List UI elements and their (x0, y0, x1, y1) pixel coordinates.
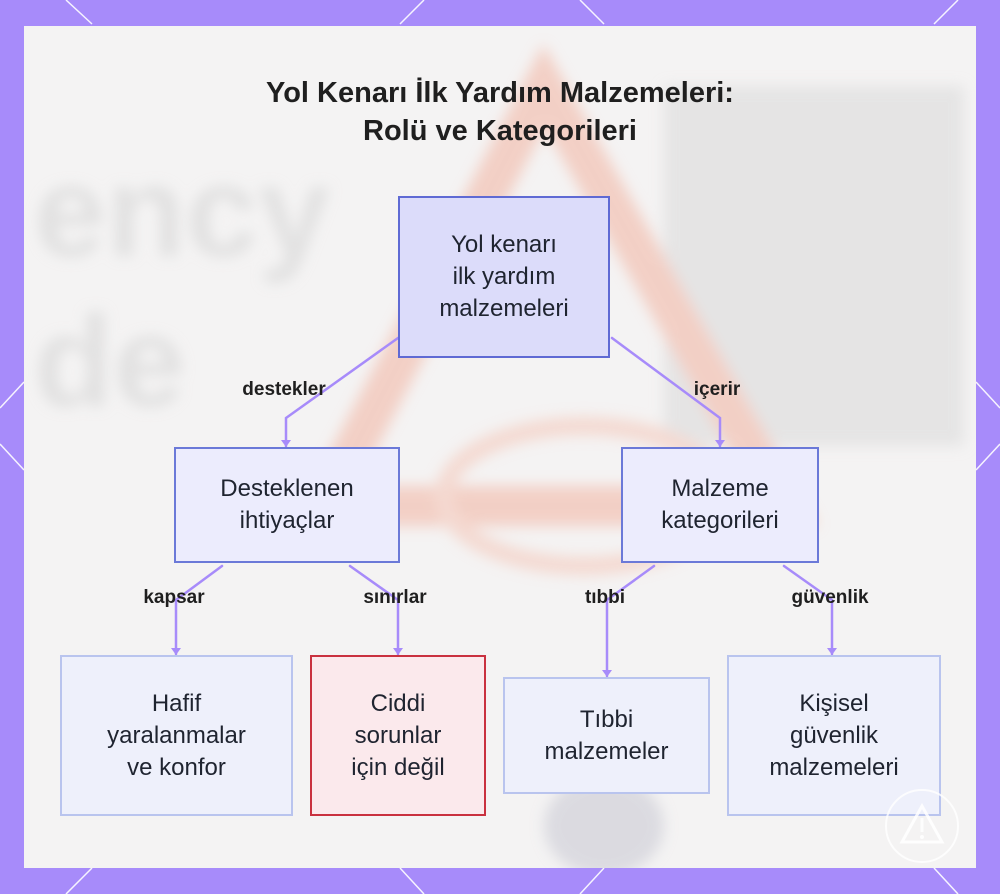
connector-lines (171, 336, 837, 678)
edge-needs-serious (348, 564, 400, 656)
node-needs: Desteklenen ihtiyaçlar (174, 447, 400, 563)
node-serious: Ciddi sorunlar için değil (310, 655, 486, 816)
node-needs-label: Desteklenen ihtiyaçlar (220, 475, 354, 534)
edge-categories-safety (782, 564, 834, 656)
title-line-2: Rolü ve Kategorileri (363, 115, 637, 147)
node-categories: Malzeme kategorileri (621, 447, 819, 563)
node-medical: Tıbbi malzemeler (503, 677, 710, 794)
edge-label-supports: destekler (242, 379, 326, 400)
edge-label-covers: kapsar (143, 587, 205, 608)
edge-needs-minor (174, 564, 224, 656)
node-safety: Kişisel güvenlik malzemeleri (727, 655, 941, 816)
node-serious-label: Ciddi sorunlar için değil (351, 689, 445, 781)
edge-label-contains: içerir (693, 379, 741, 400)
edge-root-categories (610, 336, 722, 448)
edge-label-medical: tıbbi (584, 587, 626, 608)
node-root: Yol kenarı ilk yardım malzemeleri (398, 196, 610, 358)
node-minor: Hafif yaralanmalar ve konfor (60, 655, 293, 816)
node-safety-label: Kişisel güvenlik malzemeleri (769, 689, 899, 781)
watermark-line2: de (34, 288, 186, 434)
arrowhead-minor (171, 648, 181, 655)
node-categories-label: Malzeme kategorileri (661, 475, 779, 534)
title-line-1: Yol Kenarı İlk Yardım Malzemeleri: (266, 77, 734, 109)
arrowhead-serious (393, 648, 403, 655)
blurred-background-photo: ency de (34, 44, 964, 868)
diagram-panel: ency de Yol Kenarı İlk Yardım Malzemeler… (24, 26, 976, 868)
arrowhead-medical (602, 670, 612, 677)
edge-label-limits: sınırlar (363, 587, 427, 608)
arrowhead-needs (281, 440, 291, 447)
node-medical-label: Tıbbi malzemeler (544, 705, 669, 765)
diagram-title: Yol Kenarı İlk Yardım Malzemeleri: Rolü … (24, 74, 976, 150)
arrowhead-safety (827, 648, 837, 655)
edge-root-needs (284, 336, 400, 448)
edge-categories-medical (605, 564, 656, 678)
watermark-line1: ency (34, 138, 330, 284)
node-minor-label: Hafif yaralanmalar ve konfor (107, 689, 246, 781)
edge-label-safety: güvenlik (791, 587, 869, 608)
node-root-label: Yol kenarı ilk yardım malzemeleri (439, 231, 569, 322)
warning-triangle-icon (885, 789, 959, 863)
arrowhead-categories (715, 440, 725, 447)
